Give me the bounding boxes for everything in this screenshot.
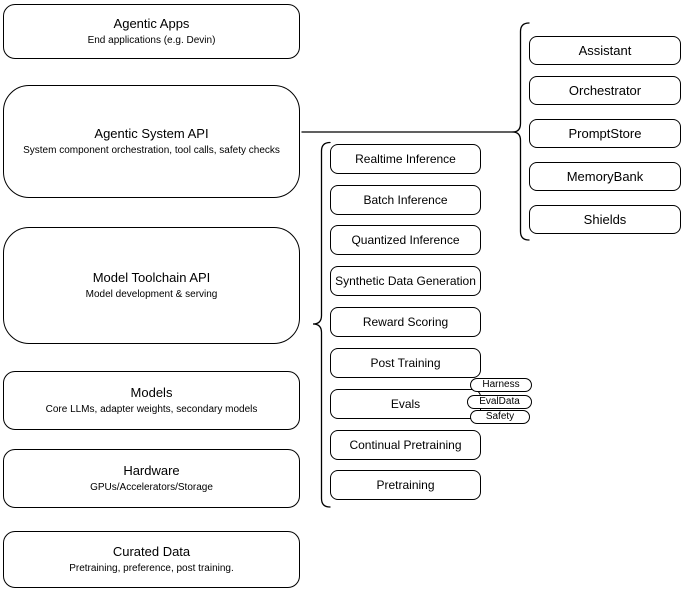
- toolchain-items-brace: [312, 141, 331, 508]
- component-promptstore[interactable]: PromptStore: [529, 119, 681, 148]
- node-title: Models: [130, 385, 173, 400]
- component-memorybank[interactable]: MemoryBank: [529, 162, 681, 191]
- toolchain-item-quantized-inference[interactable]: Quantized Inference: [330, 225, 481, 255]
- node-subtitle: Pretraining, preference, post training.: [69, 563, 234, 574]
- toolchain-item-continual-pretraining[interactable]: Continual Pretraining: [330, 430, 481, 460]
- node-subtitle: End applications (e.g. Devin): [87, 35, 216, 46]
- evals-tag-safety[interactable]: Safety: [470, 410, 530, 424]
- node-agentic-apps[interactable]: Agentic Apps End applications (e.g. Devi…: [3, 4, 300, 59]
- node-models[interactable]: Models Core LLMs, adapter weights, secon…: [3, 371, 300, 430]
- toolchain-item-reward-scoring[interactable]: Reward Scoring: [330, 307, 481, 337]
- node-model-toolchain-api[interactable]: Model Toolchain API Model development & …: [3, 227, 300, 344]
- node-subtitle: Model development & serving: [85, 289, 218, 300]
- toolchain-item-pretraining[interactable]: Pretraining: [330, 470, 481, 500]
- system-components-brace: [512, 22, 530, 241]
- toolchain-item-realtime-inference[interactable]: Realtime Inference: [330, 144, 481, 174]
- node-subtitle: GPUs/Accelerators/Storage: [90, 482, 213, 493]
- node-agentic-system-api[interactable]: Agentic System API System component orch…: [3, 85, 300, 198]
- component-shields[interactable]: Shields: [529, 205, 681, 234]
- node-hardware[interactable]: Hardware GPUs/Accelerators/Storage: [3, 449, 300, 508]
- evals-tag-evaldata[interactable]: EvalData: [467, 395, 532, 409]
- node-subtitle: Core LLMs, adapter weights, secondary mo…: [45, 404, 258, 415]
- evals-tag-harness[interactable]: Harness: [470, 378, 532, 392]
- node-subtitle: System component orchestration, tool cal…: [23, 145, 280, 156]
- toolchain-item-evals[interactable]: Evals: [330, 389, 481, 419]
- node-title: Model Toolchain API: [92, 270, 211, 285]
- node-curated-data[interactable]: Curated Data Pretraining, preference, po…: [3, 531, 300, 588]
- node-title: Agentic Apps: [113, 16, 190, 31]
- component-assistant[interactable]: Assistant: [529, 36, 681, 65]
- component-orchestrator[interactable]: Orchestrator: [529, 76, 681, 105]
- toolchain-item-batch-inference[interactable]: Batch Inference: [330, 185, 481, 215]
- node-title: Hardware: [123, 463, 180, 478]
- node-title: Curated Data: [112, 544, 191, 559]
- node-title: Agentic System API: [94, 126, 209, 141]
- toolchain-item-post-training[interactable]: Post Training: [330, 348, 481, 378]
- toolchain-item-synthetic-data-generation[interactable]: Synthetic Data Generation: [330, 266, 481, 296]
